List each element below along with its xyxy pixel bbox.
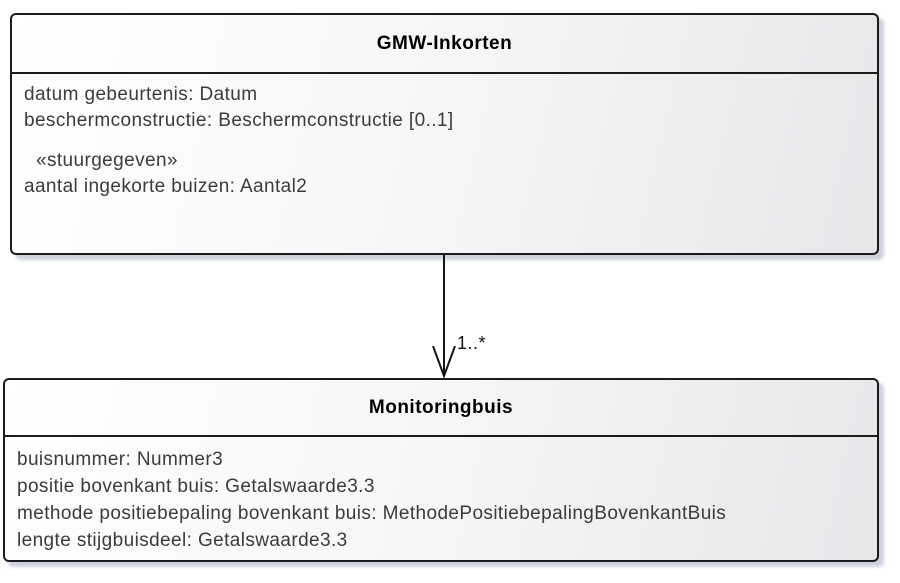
class-title-gmw-inkorten: GMW-Inkorten [12,15,877,74]
association-arrow[interactable] [420,255,480,379]
attributes-compartment: buisnummer: Nummer3 positie bovenkant bu… [5,437,877,554]
open-arrowhead-icon [432,345,456,379]
attribute-line[interactable]: methode positiebepaling bovenkant buis: … [17,503,727,524]
class-monitoringbuis[interactable]: Monitoringbuis buisnummer: Nummer3 posit… [3,378,879,562]
attributes-compartment: datum gebeurtenis: Datum beschermconstru… [12,74,877,200]
attribute-line[interactable]: aantal ingekorte buizen: Aantal2 [24,176,308,197]
multiplicity-label: 1..* [457,333,487,353]
attribute-line[interactable]: lengte stijgbuisdeel: Getalswaarde3.3 [17,530,348,551]
stereotype-label: «stuurgegeven» [36,150,178,171]
attribute-line[interactable]: datum gebeurtenis: Datum [24,84,258,105]
attribute-line[interactable]: positie bovenkant buis: Getalswaarde3.3 [17,476,375,497]
attribute-line[interactable]: buisnummer: Nummer3 [17,449,224,470]
class-title-monitoringbuis: Monitoringbuis [5,380,877,437]
attribute-line[interactable]: beschermconstructie: Beschermconstructie… [24,110,454,131]
class-gmw-inkorten[interactable]: GMW-Inkorten datum gebeurtenis: Datum be… [10,13,879,255]
